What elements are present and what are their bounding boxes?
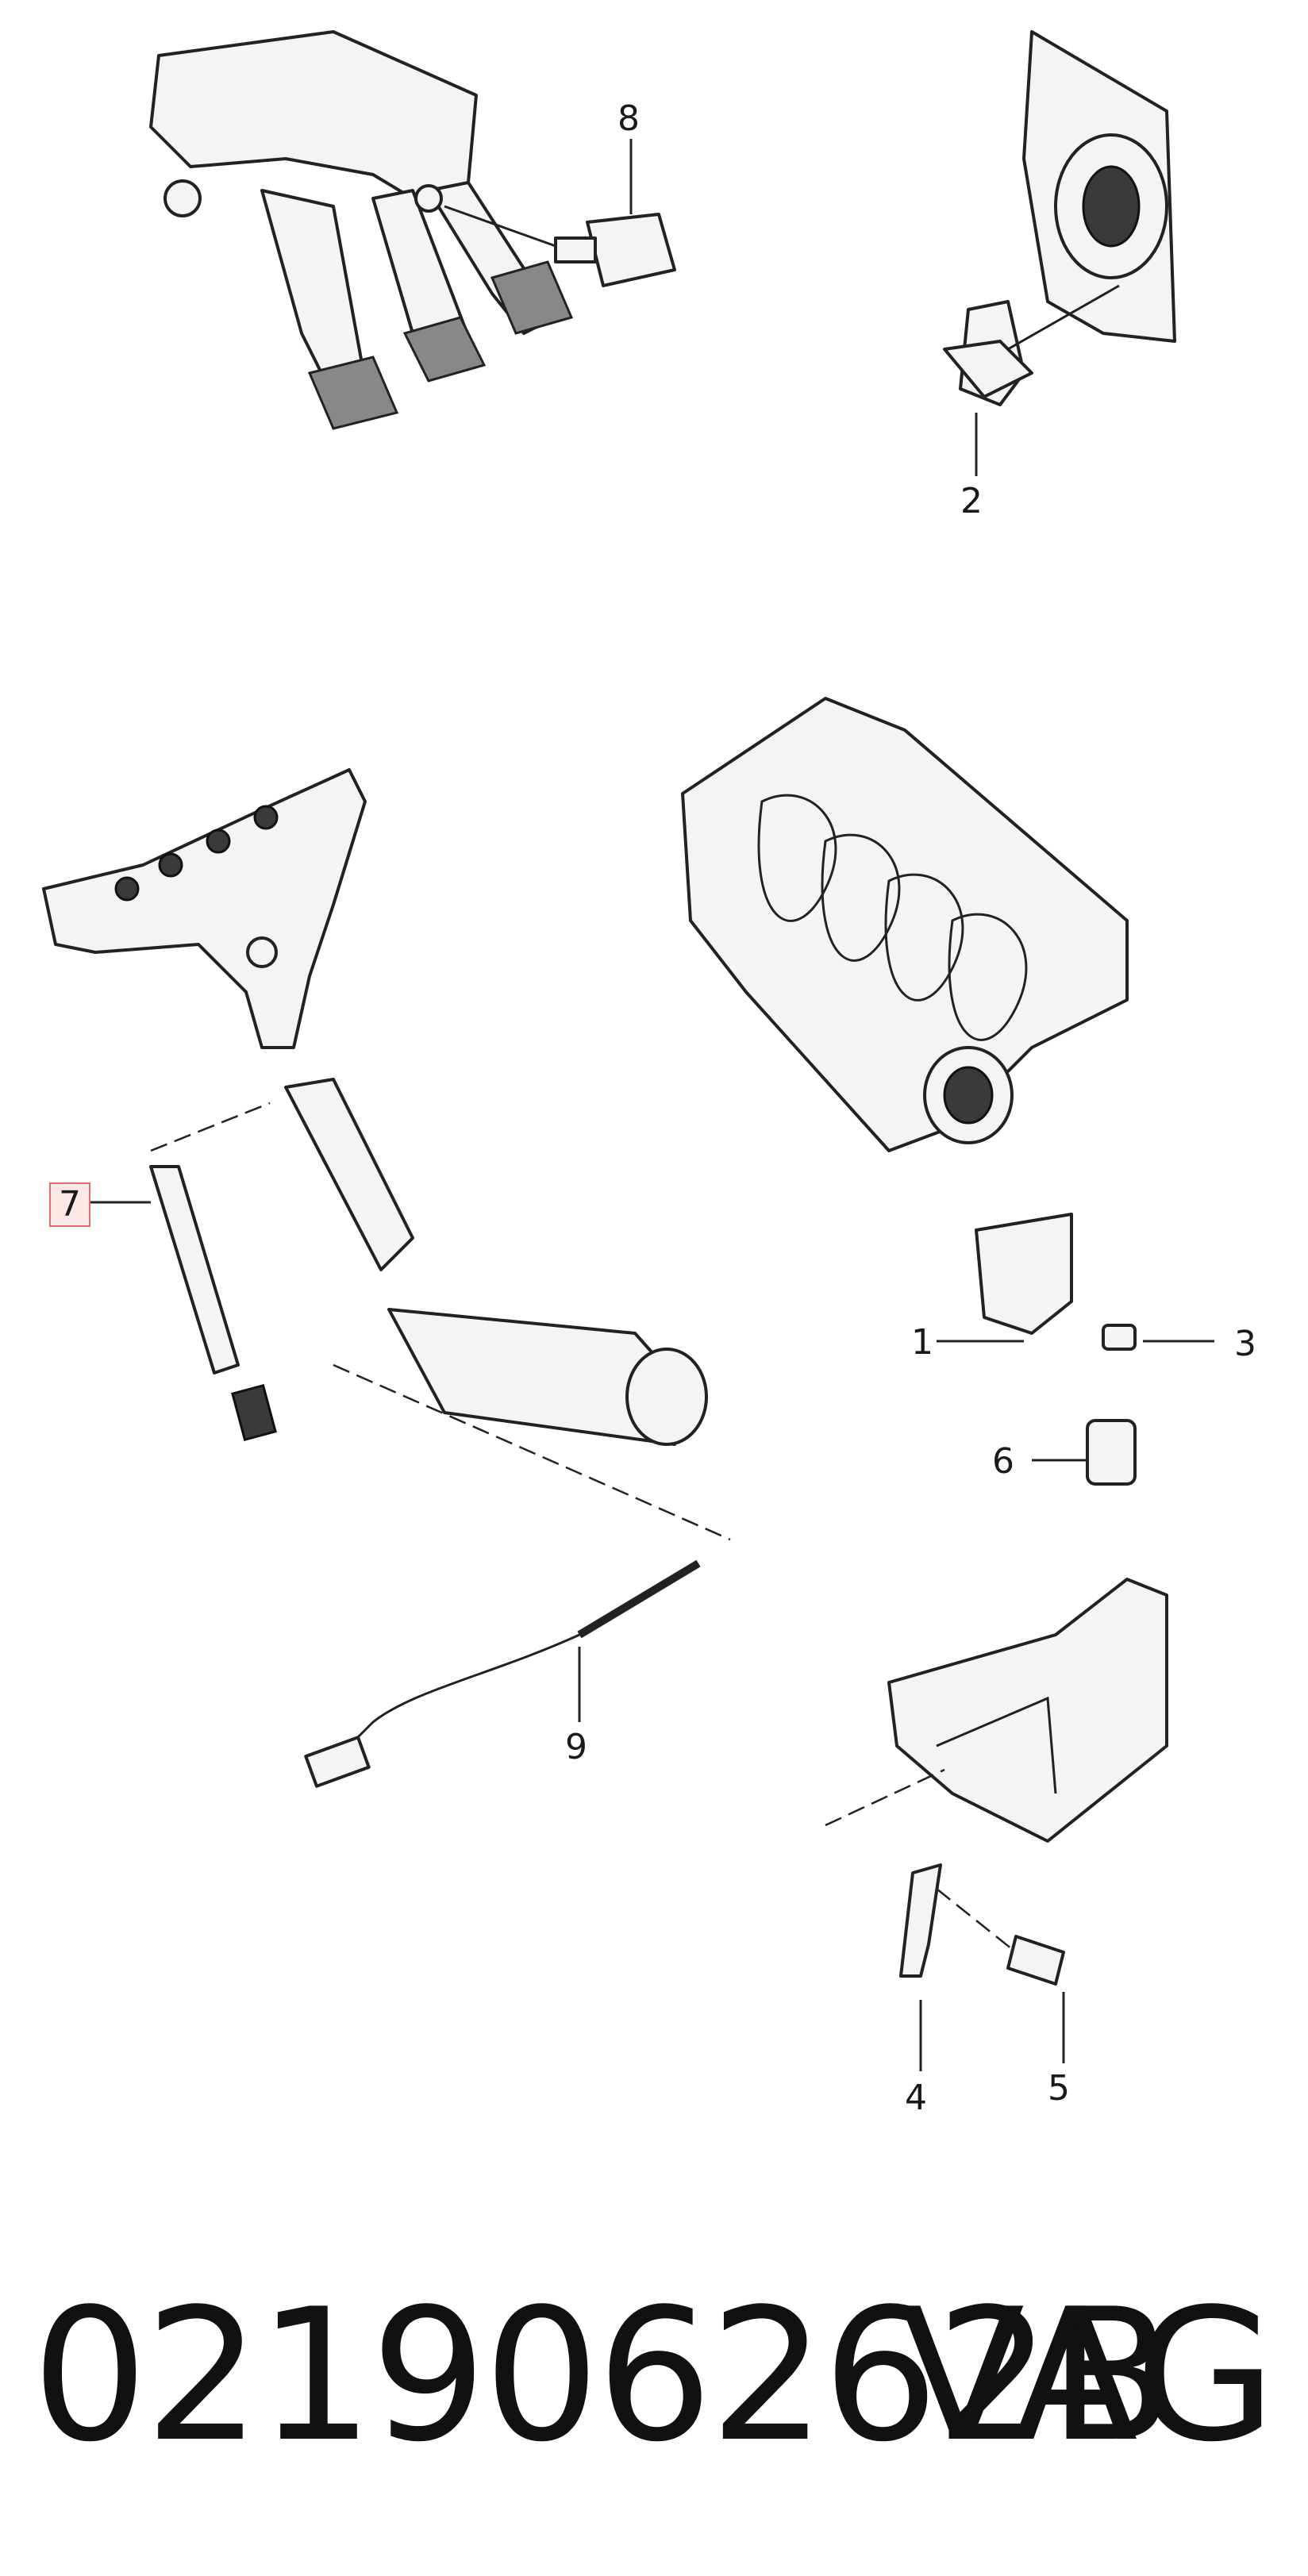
knock-sensor [899,1863,942,2071]
callout-1: 1 [911,1322,933,1363]
timing-cover [1022,30,1176,343]
crankshaft-sensor [943,284,1120,476]
pedal-assembly [149,30,574,430]
map-sensor [937,1213,1073,1343]
callout-5: 5 [1048,2068,1070,2109]
bracket-bolt [936,1888,1065,2063]
callout-3: 3 [1234,1324,1256,1364]
connector [1032,1419,1137,1486]
exhaust-temperature-sensor [304,1363,731,1788]
exhaust-manifold [42,768,708,1446]
callout-9: 9 [565,1727,587,1767]
callout-7-highlighted: 7 [49,1182,90,1227]
callout-8: 8 [617,98,640,139]
lambda-sensor-highlighted [87,1102,277,1441]
callout-2: 2 [960,481,983,521]
parts-diagram [42,30,1214,2071]
bolt [1102,1324,1214,1351]
engine-bracket [825,1578,1168,1843]
brake-light-switch [444,139,676,287]
intake-manifold [681,697,1129,1152]
part-number: 021906262B [32,2270,1174,2482]
brand-name: VAG [899,2270,1276,2482]
callout-4: 4 [905,2078,927,2118]
callout-6: 6 [992,1441,1014,1482]
